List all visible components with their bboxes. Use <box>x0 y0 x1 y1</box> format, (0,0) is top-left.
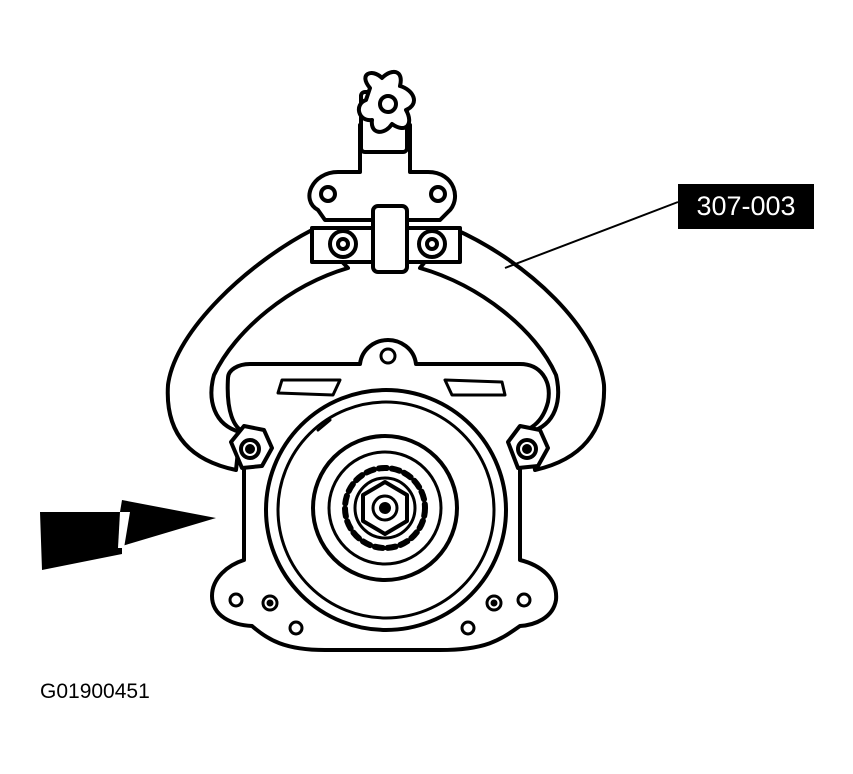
direction-arrow-inner <box>118 512 130 548</box>
callout-label: 307-003 <box>678 184 814 229</box>
hub-assembly <box>311 434 459 582</box>
puller-arm-left <box>165 228 350 472</box>
figure-id: G01900451 <box>40 680 150 703</box>
direction-arrow <box>40 500 216 570</box>
callout-leader-line <box>504 201 679 269</box>
forcing-screw <box>356 69 416 154</box>
puller-arm-right <box>418 226 607 472</box>
puller-yoke <box>307 123 462 274</box>
clamp-nut-right <box>506 424 550 470</box>
clamp-nut-left <box>229 424 274 470</box>
mounting-holes <box>228 592 532 636</box>
